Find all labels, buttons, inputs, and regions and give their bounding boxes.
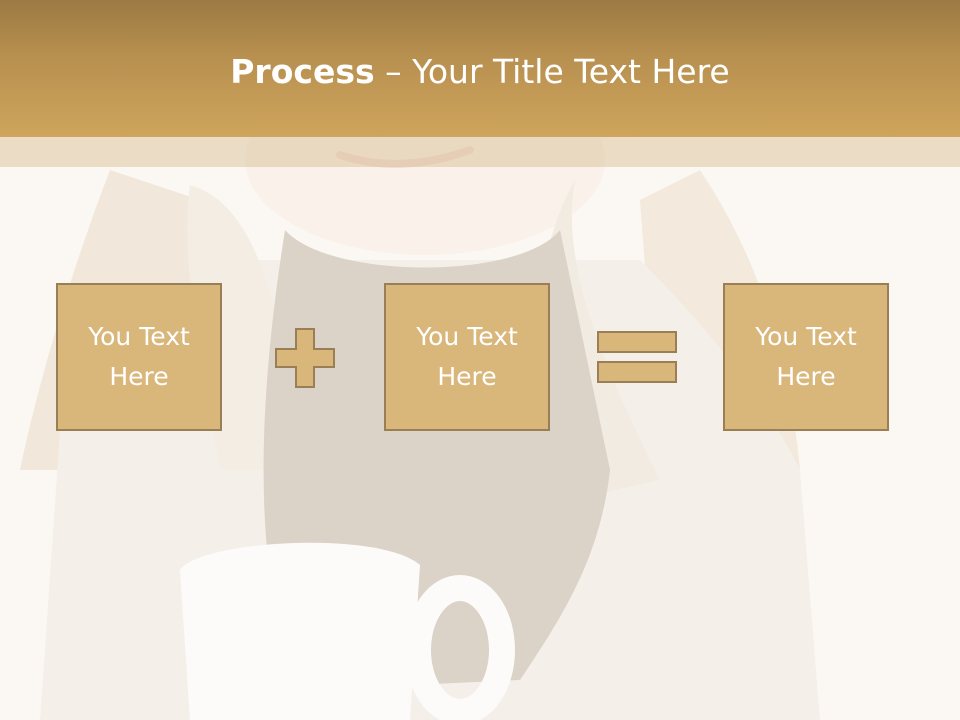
header-bar (0, 0, 960, 137)
slide-title: Process – Your Title Text Here (0, 52, 960, 91)
plus-icon (275, 328, 335, 388)
title-bold: Process (230, 52, 375, 91)
header-band (0, 137, 960, 167)
process-box-3: You Text Here (723, 283, 889, 431)
process-box-text: You Text Here (755, 322, 857, 391)
process-box-text: You Text Here (416, 322, 518, 391)
process-box-2: You Text Here (384, 283, 550, 431)
process-box-1: You Text Here (56, 283, 222, 431)
process-box-text: You Text Here (88, 322, 190, 391)
title-rest: – Your Title Text Here (374, 52, 730, 91)
equals-icon (597, 331, 677, 383)
